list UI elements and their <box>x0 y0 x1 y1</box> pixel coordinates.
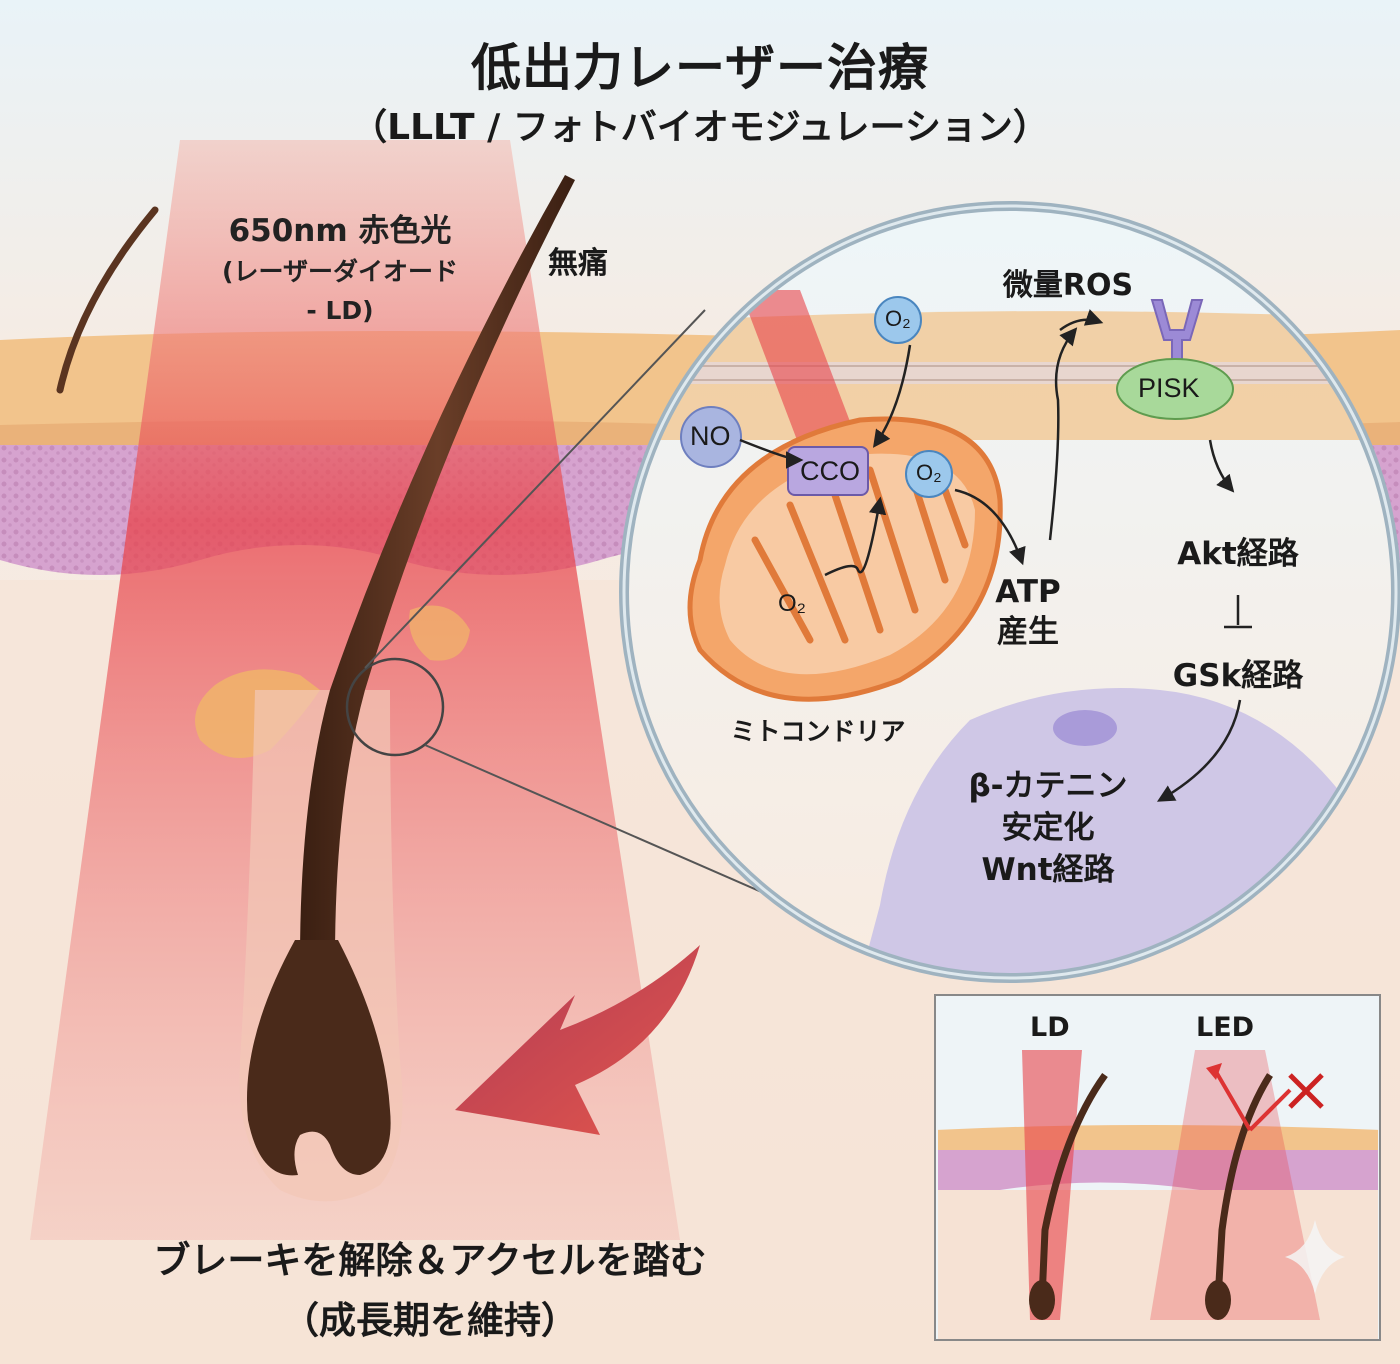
no-label: NO <box>690 421 731 451</box>
ros-label: 微量ROS <box>1002 268 1134 303</box>
zoom-line-top <box>364 309 706 669</box>
bcat-line2: 安定化 <box>1001 810 1095 846</box>
inset-led-label: LED <box>1196 1012 1255 1043</box>
akt-label: Akt経路 <box>1177 536 1299 572</box>
o2-low-label: O₂ <box>778 590 806 617</box>
page-title: 低出力レーザー治療 <box>471 39 929 97</box>
cross-icon <box>1288 1073 1324 1109</box>
mitochondria-label: ミトコンドリア <box>730 717 906 746</box>
inhibition-symbol <box>1224 595 1252 629</box>
led-beam <box>1150 1050 1320 1320</box>
page-subtitle: （LLLT / フォトバイオモジュレーション） <box>351 107 1049 148</box>
pathway-arrows <box>739 309 1242 802</box>
bcat-line1: β-カテニン <box>968 768 1128 804</box>
laser-sublabel: (レーザーダイオード <box>222 257 458 286</box>
ld-beam <box>1022 1050 1082 1320</box>
gsk-label: GSk経路 <box>1172 658 1304 694</box>
o2-top-node <box>874 296 922 344</box>
pisk-node <box>1116 358 1234 420</box>
pisk-label: PISK <box>1138 373 1200 403</box>
painless-label: 無痛 <box>548 246 608 281</box>
beta-catenin-label: β-カテニン 安定化 Wnt経路 <box>968 765 1127 891</box>
zoom-circle <box>619 201 1400 983</box>
bottom-caption: ブレーキを解除＆アクセルを踏む <box>153 1239 707 1282</box>
o2-top-label: O₂ <box>885 306 911 331</box>
receptor-icon <box>1150 299 1204 371</box>
laser-label: 650nm 赤色光 <box>228 213 452 249</box>
bottom-caption-sub: （成長期を維持） <box>282 1299 578 1342</box>
hair-bulb <box>246 940 391 1176</box>
magnify-circle <box>345 657 445 757</box>
hair-shaft <box>300 175 575 960</box>
inset-comparison <box>934 994 1381 1341</box>
o2-mid-node <box>905 450 953 498</box>
cco-node <box>787 446 869 496</box>
atp-line2: 産生 <box>996 614 1059 650</box>
inset-ld-label: LD <box>1030 1012 1070 1043</box>
o2-mid-label: O₂ <box>916 460 942 485</box>
curved-arrow-icon <box>455 945 700 1135</box>
sebaceous-gland-right <box>409 605 470 661</box>
small-hair <box>56 206 159 394</box>
laser-sublabel-2: - LD) <box>306 296 374 325</box>
atp-line1: ATP <box>995 574 1061 610</box>
cco-label: CCO <box>800 456 860 486</box>
bcat-line3: Wnt経路 <box>981 852 1115 888</box>
atp-label: ATP 産生 <box>995 572 1060 652</box>
sparkle-icon <box>1285 1220 1345 1294</box>
no-node <box>680 406 742 468</box>
